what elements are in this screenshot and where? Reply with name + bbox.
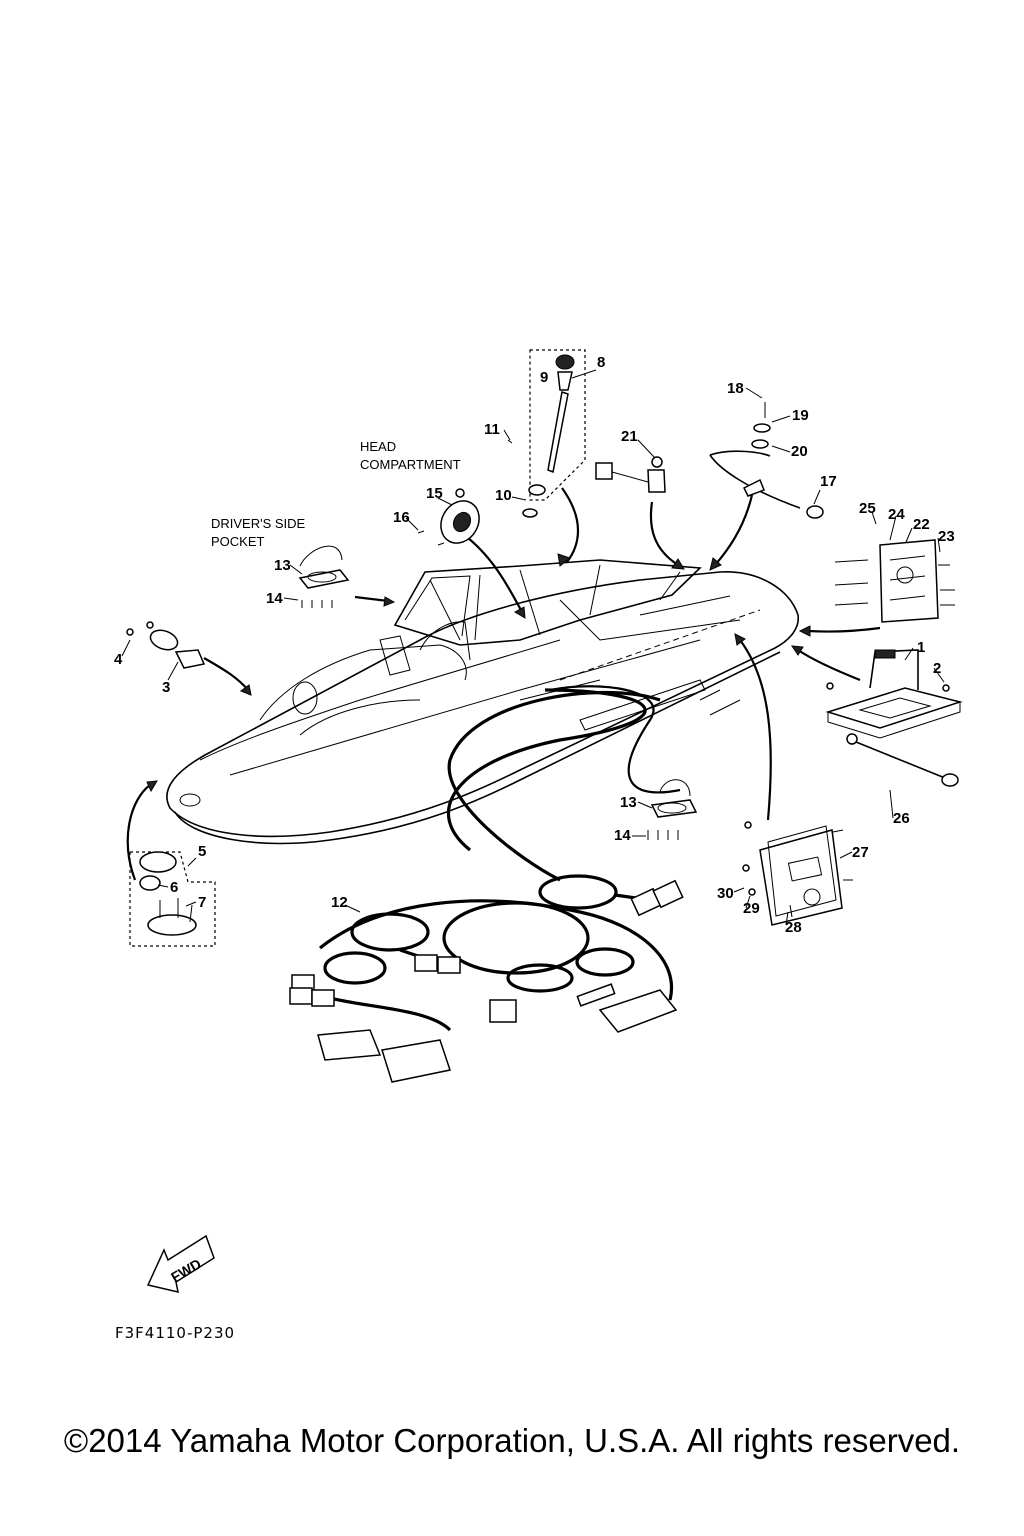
fwd-arrow: FWD (146, 1234, 215, 1293)
antenna-group (507, 349, 586, 518)
callout: 14 (614, 827, 631, 844)
callout: 13 (274, 557, 291, 574)
boat-hull (166, 571, 800, 845)
leader-lines (121, 369, 945, 926)
callout: 28 (785, 919, 802, 936)
callout: 27 (852, 844, 869, 861)
head-compartment-label-line1: HEAD (360, 439, 396, 454)
nav-light-group (129, 851, 216, 947)
callout: 16 (393, 509, 410, 526)
head-compartment-label-line2: COMPARTMENT (360, 457, 461, 472)
callout: 12 (331, 894, 348, 911)
callout: 1 (917, 639, 925, 656)
callout: 18 (727, 380, 744, 397)
battery-tray-group (825, 649, 963, 739)
sensor-group (595, 456, 666, 493)
callout: 20 (791, 443, 808, 460)
callout: 26 (893, 810, 910, 827)
callout: 25 (859, 500, 876, 517)
relay-box-group (834, 539, 955, 623)
callout: 9 (540, 369, 548, 386)
callout: 5 (198, 843, 206, 860)
callout: 23 (938, 528, 955, 545)
ecu-group (742, 821, 853, 926)
area-labels: HEAD COMPARTMENT DRIVER'S SIDE POCKET (211, 439, 461, 549)
assembly-arrows (126, 487, 881, 881)
drain-plug-group (126, 621, 206, 669)
callout-numbers: 1 2 3 4 5 6 7 8 9 10 11 12 13 14 15 16 1… (114, 354, 955, 936)
drivers-side-pocket-label-line2: POCKET (211, 534, 265, 549)
callout: 14 (266, 590, 283, 607)
courtesy-light-group (298, 545, 698, 840)
callout: 10 (495, 487, 512, 504)
battery-cable (846, 733, 959, 787)
callout: 30 (717, 885, 734, 902)
speaker-group (417, 488, 480, 546)
wire-harness (298, 688, 674, 1032)
callout: 19 (792, 407, 809, 424)
callout: 2 (933, 660, 941, 677)
callout: 13 (620, 794, 637, 811)
callout: 7 (198, 894, 206, 911)
copyright-notice: ©2014 Yamaha Motor Corporation, U.S.A. A… (63, 1422, 961, 1459)
callout: 22 (913, 516, 930, 533)
callout: 11 (484, 421, 500, 438)
callout: 17 (820, 473, 837, 490)
diagram-reference-code: F3F4110-P230 (115, 1324, 235, 1342)
drivers-side-pocket-label-line1: DRIVER'S SIDE (211, 516, 306, 531)
ground-strap-group (709, 402, 824, 519)
callout: 6 (170, 879, 178, 896)
windshield-frame (393, 559, 702, 646)
callout: 21 (621, 428, 638, 445)
callout: 4 (114, 651, 123, 668)
callout: 29 (743, 900, 760, 917)
callout: 3 (162, 679, 170, 696)
callout: 8 (597, 354, 605, 371)
harness-connectors (289, 879, 684, 1083)
callout: 24 (888, 506, 905, 523)
